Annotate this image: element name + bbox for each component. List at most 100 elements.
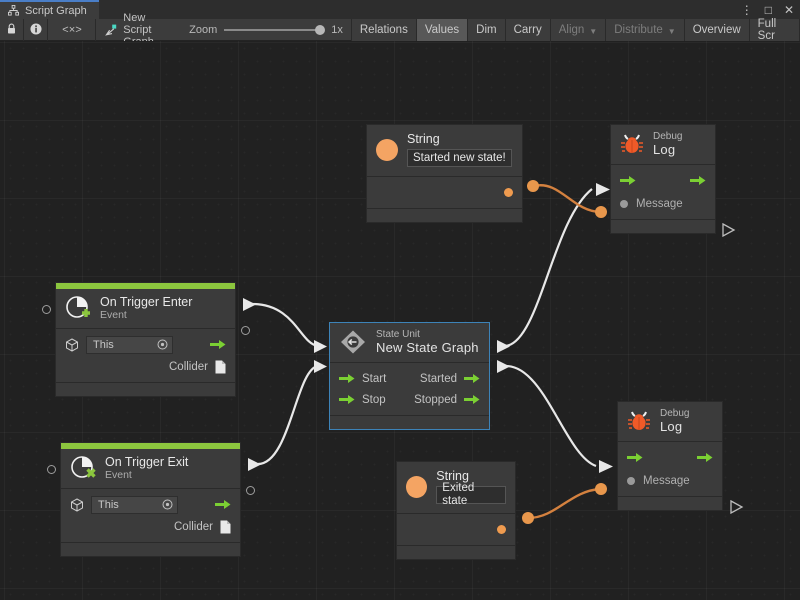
flow-out-arrow-icon[interactable]: [690, 175, 706, 186]
string-value-field[interactable]: Exited state: [436, 482, 506, 507]
button-align[interactable]: Align ▼: [550, 19, 607, 41]
target-object-field[interactable]: This: [91, 495, 178, 514]
button-full-screen[interactable]: Full Scr: [749, 18, 800, 42]
node-title-small: State Unit: [376, 329, 420, 340]
node-accent-bar: [56, 283, 235, 289]
node-footer: [330, 415, 489, 430]
button-distribute-label: Distribute: [614, 24, 663, 36]
target-object-value: This: [98, 498, 119, 511]
port-collider-output-exit[interactable]: [246, 486, 255, 495]
node-debug-log-top[interactable]: Debug Log: [610, 124, 716, 235]
button-overview[interactable]: Overview: [684, 19, 750, 41]
port-debug-exit-bottom[interactable]: [730, 500, 744, 514]
node-title: String: [407, 132, 440, 146]
node-subtitle: Event: [105, 469, 132, 482]
port-string-value-output[interactable]: [497, 525, 506, 535]
node-header: Debug Log: [611, 125, 715, 166]
node-body: [397, 514, 515, 545]
flow-out-arrow-icon[interactable]: [215, 499, 231, 510]
target-object-field[interactable]: This: [86, 335, 173, 354]
node-header: On Trigger Exit Event: [61, 449, 240, 490]
chevron-down-icon: ▼: [589, 26, 598, 36]
node-debug-log-bottom[interactable]: Debug Log: [617, 401, 723, 512]
port-message-input[interactable]: [620, 199, 628, 208]
node-state-unit[interactable]: State Unit New State Graph Start: [329, 322, 490, 431]
flow-in-arrow-icon[interactable]: [620, 175, 636, 186]
node-body: Start Started: [330, 363, 489, 415]
lock-toggle[interactable]: [0, 19, 25, 41]
graph-connections: [243, 180, 613, 524]
port-target-input-enter[interactable]: [42, 305, 51, 314]
zoom-slider[interactable]: [224, 24, 326, 36]
object-picker-icon[interactable]: [162, 499, 173, 510]
collider-document-icon: [215, 360, 226, 374]
target-row: This: [70, 495, 231, 514]
node-footer: [618, 496, 722, 511]
output-port-label-stopped: Stopped: [414, 393, 457, 406]
button-distribute[interactable]: Distribute ▼: [606, 19, 685, 41]
node-body: This: [56, 329, 235, 382]
more-options-icon[interactable]: ⋮: [740, 2, 753, 17]
state-row-start: Start Started: [339, 369, 480, 388]
port-string-value-output[interactable]: [504, 188, 513, 198]
node-title: On Trigger Enter: [100, 295, 193, 309]
port-target-input-exit[interactable]: [47, 465, 56, 474]
close-icon[interactable]: ✕: [783, 2, 794, 17]
node-body: [367, 177, 522, 208]
string-orange-dot-icon: [406, 475, 428, 498]
collider-row: Collider: [65, 357, 226, 376]
string-value-field[interactable]: Started new state!: [407, 149, 512, 168]
node-string-top[interactable]: String Started new state!: [366, 124, 523, 224]
node-body: This: [61, 489, 240, 542]
node-title-large: Log: [660, 418, 683, 434]
message-port-label: Message: [643, 474, 690, 487]
event-plus-icon: [65, 295, 91, 321]
code-view-button[interactable]: <×>: [48, 19, 97, 41]
node-string-bottom[interactable]: String Exited state: [396, 461, 516, 561]
flow-out-arrow-icon[interactable]: [697, 452, 713, 463]
collider-port-label: Collider: [174, 520, 213, 533]
flow-out-arrow-icon[interactable]: [210, 339, 226, 350]
port-collider-output-enter[interactable]: [241, 326, 250, 335]
port-message-input[interactable]: [627, 476, 635, 485]
zoom-slider-knob[interactable]: [315, 25, 326, 35]
info-button[interactable]: [24, 19, 49, 41]
state-unit-icon: [339, 329, 367, 355]
target-object-value: This: [93, 338, 114, 351]
gameobject-cube-icon: [65, 338, 79, 352]
message-port-row: Message: [627, 471, 713, 490]
node-header: String Exited state: [397, 462, 515, 515]
graph-canvas[interactable]: String Started new state!: [0, 41, 800, 600]
flow-in-arrow-icon[interactable]: [627, 452, 643, 463]
button-relations[interactable]: Relations: [351, 19, 417, 41]
input-port-label-start: Start: [362, 372, 387, 385]
node-footer: [611, 219, 715, 234]
button-values[interactable]: Values: [416, 19, 469, 41]
flow-out-arrow-icon[interactable]: [464, 373, 480, 384]
collider-row: Collider: [70, 517, 231, 536]
node-title: On Trigger Exit: [105, 455, 189, 469]
maximize-icon[interactable]: □: [764, 2, 772, 17]
node-on-trigger-exit[interactable]: On Trigger Exit Event This: [60, 442, 241, 558]
lock-icon: [6, 23, 17, 38]
flow-in-arrow-icon[interactable]: [339, 394, 355, 405]
object-picker-icon[interactable]: [157, 339, 168, 350]
button-dim[interactable]: Dim: [468, 19, 506, 41]
tab-label: Script Graph: [25, 4, 87, 17]
graph-name-field[interactable]: New Script Graph Zoom 1x: [96, 12, 352, 48]
flow-row: [627, 448, 713, 467]
target-row: This: [65, 335, 226, 354]
state-row-stop: Stop Stopped: [339, 390, 480, 409]
window-titlebar: Script Graph ⋮ □ ✕: [0, 0, 800, 19]
node-footer: [397, 545, 515, 560]
button-align-label: Align: [558, 24, 585, 36]
tab-script-graph[interactable]: Script Graph: [0, 0, 99, 19]
flow-in-arrow-icon[interactable]: [339, 373, 355, 384]
button-carry[interactable]: Carry: [505, 19, 551, 41]
graph-icon: [8, 5, 19, 16]
flow-out-arrow-icon[interactable]: [464, 394, 480, 405]
collider-port-label: Collider: [169, 360, 208, 373]
node-on-trigger-enter[interactable]: On Trigger Enter Event This: [55, 282, 236, 398]
port-debug-exit-top[interactable]: [722, 223, 736, 237]
